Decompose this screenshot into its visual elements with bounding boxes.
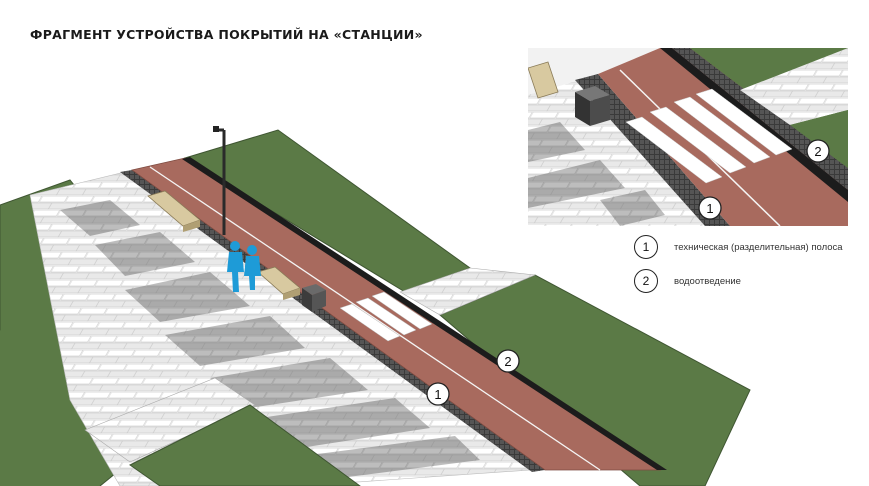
legend-item-1: 1 техническая (разделительная) полоса [634,235,843,259]
lawn-front-left [0,330,100,486]
inset-detail: 1 2 [528,48,848,226]
marker-1-inset: 1 [698,196,722,220]
people-icon [227,241,261,292]
paving-gray-stripes [60,200,480,478]
legend-item-2: 2 водоотведение [634,269,741,293]
marker-2-main: 2 [496,349,520,373]
svg-text:1: 1 [434,387,441,402]
drain-channel-main [182,157,667,470]
legend-number-1: 1 [634,235,658,259]
main-fragment: 1 2 [0,126,751,486]
cross-path-right [399,267,537,316]
svg-text:2: 2 [814,144,821,159]
crosswalk-main [339,291,433,342]
trash-bin-main [302,284,326,312]
bench-2 [257,266,301,300]
cross-path-left [84,377,256,463]
legend-text-1: техническая (разделительная) полоса [674,241,843,253]
svg-text:2: 2 [504,354,511,369]
legend-text-2: водоотведение [674,275,741,287]
crosswalk-inset [625,88,793,184]
svg-text:1: 1 [706,201,713,216]
page-title: ФРАГМЕНТ УСТРОЙСТВА ПОКРЫТИЙ НА «СТАНЦИИ… [30,27,423,42]
bench-1 [147,190,201,232]
tech-strip-inset [575,74,730,226]
lawn-lower-mid [129,404,361,486]
marker-1-main: 1 [426,382,450,406]
legend-number-2: 2 [634,269,658,293]
lamp-post [213,126,226,235]
trash-bin-inset [575,86,610,126]
marker-2-inset: 2 [806,139,830,163]
